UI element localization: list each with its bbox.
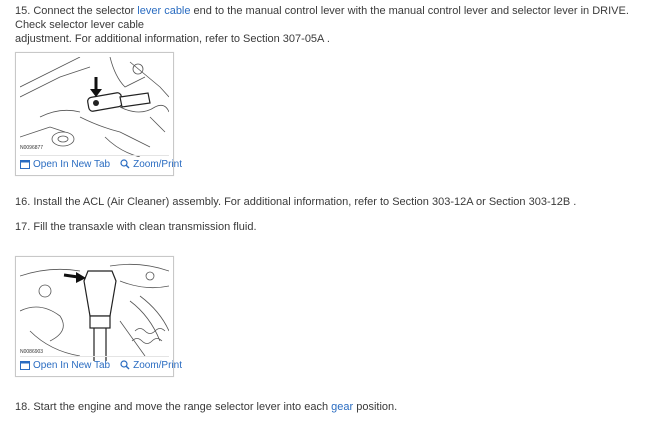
open-in-new-tab-label: Open In New Tab (33, 359, 111, 371)
zoom-print-label: Zoom/Print (133, 158, 182, 170)
zoom-print-button[interactable]: Zoom/Print (120, 360, 182, 371)
lever-cable-illustration (20, 57, 169, 157)
step-16: 16. Install the ACL (Air Cleaner) assemb… (15, 196, 577, 208)
figure-code: N0096877 (20, 145, 44, 151)
step-17: 17. Fill the transaxle with clean transm… (15, 221, 257, 233)
open-new-tab-icon (20, 360, 30, 370)
open-in-new-tab-button[interactable]: Open In New Tab (20, 159, 110, 170)
gear-link[interactable]: gear (331, 401, 354, 413)
zoom-print-label: Zoom/Print (133, 359, 182, 371)
step-15-text-line2: adjustment. For additional information, … (15, 33, 330, 45)
figure-actions: Open In New Tab Zoom/Print (20, 155, 182, 172)
open-new-tab-icon (20, 159, 30, 169)
lever-cable-link[interactable]: lever cable (137, 5, 191, 17)
figure-fill-transaxle: N0086903 Open In New Tab Zoom/Print (15, 256, 182, 377)
figure-code: N0086903 (20, 349, 44, 355)
figure-actions: Open In New Tab Zoom/Print (20, 356, 182, 373)
step-18: 18. Start the engine and move the range … (15, 400, 397, 414)
magnifier-icon (120, 159, 130, 169)
open-in-new-tab-button[interactable]: Open In New Tab (20, 360, 110, 371)
figure-lever-cable: N0096877 Open In New Tab Zoom/Print (15, 52, 182, 176)
magnifier-icon (120, 360, 130, 370)
transaxle-fill-illustration (20, 261, 169, 361)
step-15-text: 15. Connect the selector (15, 5, 138, 17)
zoom-print-button[interactable]: Zoom/Print (120, 159, 182, 170)
step-18-text-cont: position. (353, 401, 398, 413)
open-in-new-tab-label: Open In New Tab (33, 158, 111, 170)
step-15-text-cont: end to the manual control lever with the… (15, 5, 629, 31)
step-18-text: 18. Start the engine and move the range … (15, 401, 332, 413)
step-15: 15. Connect the selector lever cable end… (15, 4, 650, 46)
